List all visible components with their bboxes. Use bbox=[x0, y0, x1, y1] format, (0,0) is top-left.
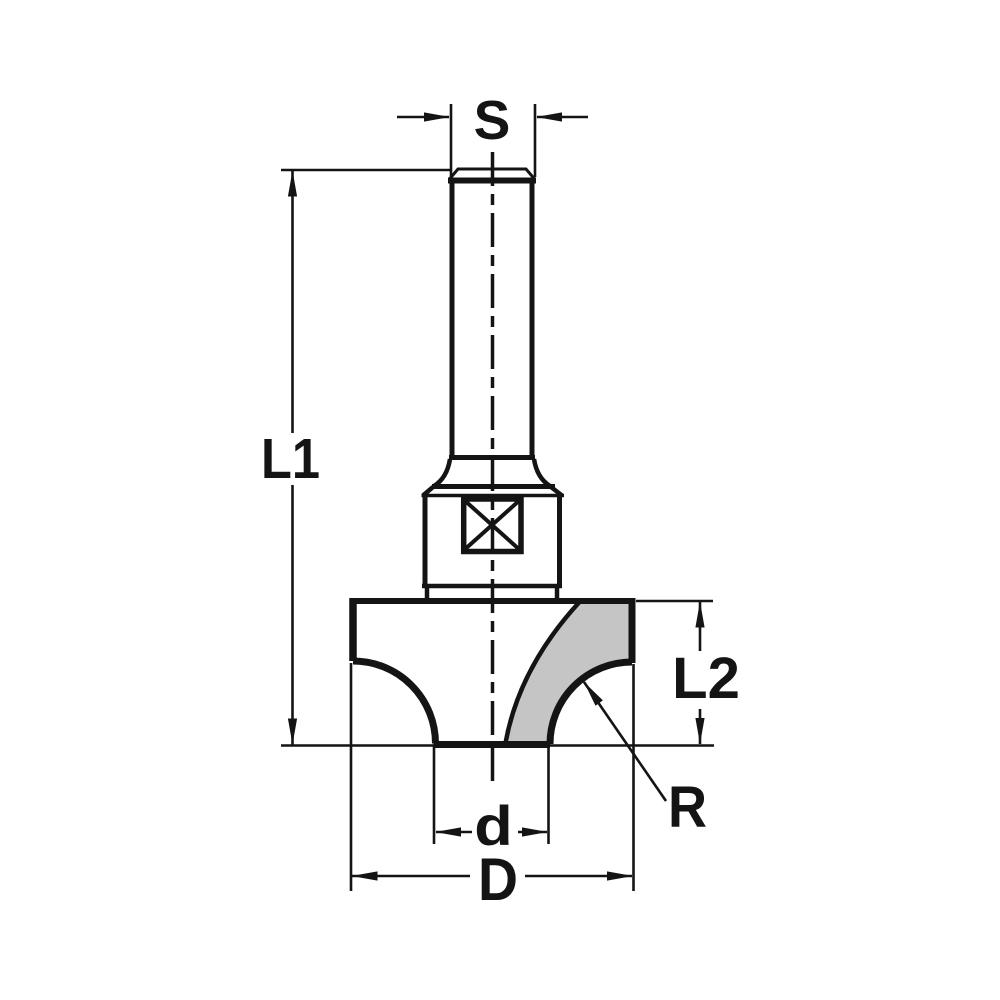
svg-text:L1: L1 bbox=[261, 427, 320, 491]
svg-text:L2: L2 bbox=[672, 646, 740, 711]
svg-text:S: S bbox=[474, 89, 511, 151]
svg-text:D: D bbox=[478, 846, 518, 913]
svg-text:d: d bbox=[474, 794, 513, 857]
svg-text:R: R bbox=[668, 775, 707, 840]
